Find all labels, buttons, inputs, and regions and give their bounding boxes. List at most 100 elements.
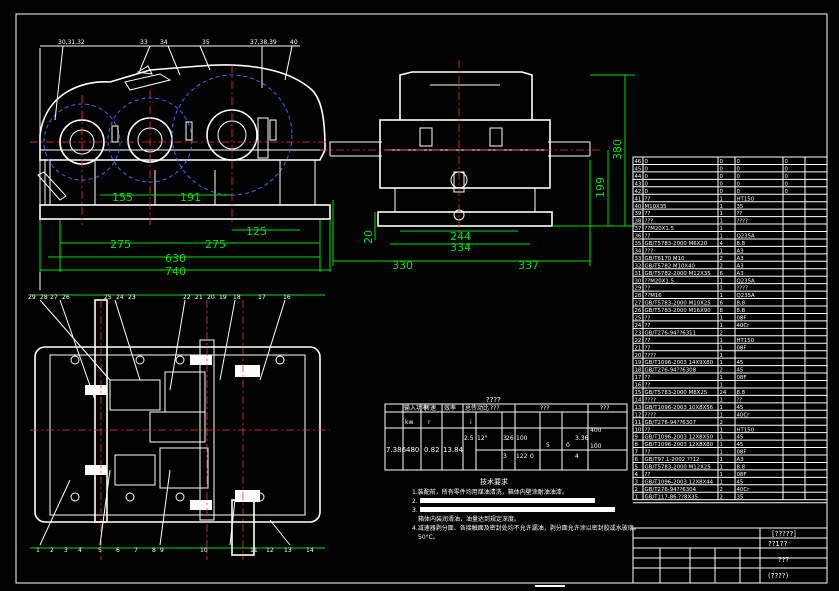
param-value-v6: 3 xyxy=(503,435,507,442)
parts-list-cell: 2 xyxy=(720,263,723,269)
param-unit-i: i xyxy=(470,419,472,426)
plan-view xyxy=(30,294,330,560)
parts-list-cell: 1 xyxy=(720,323,723,329)
parts-list-cell: Q235A xyxy=(737,234,756,240)
parts-list-cell: ?? xyxy=(645,316,651,322)
parts-list-cell: 24 xyxy=(720,390,727,396)
param-value-v9: 5 xyxy=(546,442,550,449)
balloon-37-38-39: 37,38,39 xyxy=(250,39,277,46)
parts-list-cell: 43 xyxy=(635,181,642,187)
parts-list-cell: 8.8 xyxy=(737,308,746,314)
parts-list-cell: 11 xyxy=(635,420,642,426)
parts-list-cell: ?? xyxy=(645,196,651,202)
balloon-25: 25 xyxy=(104,294,112,301)
balloon-23: 23 xyxy=(128,294,136,301)
parts-list-cell: ?? xyxy=(645,427,651,433)
parts-list-cell: 8.8 xyxy=(737,390,746,396)
parts-list-cell: HT150 xyxy=(737,427,755,433)
parts-list-cell: 1 xyxy=(720,293,723,299)
tech-req-line-2-fill xyxy=(420,498,595,503)
parts-list-cell: 1 xyxy=(720,360,723,366)
parts-list-cell: A3 xyxy=(737,248,744,254)
title-block-drawing-no: (????) xyxy=(768,572,789,580)
parts-list-cell: GB/T5783-2000 M16X90 xyxy=(645,308,712,314)
parts-list-cell: A3 xyxy=(737,256,744,262)
parts-list-cell: ?? xyxy=(645,234,651,240)
parts-list-cell: 2 xyxy=(720,487,723,493)
parts-list-cell: 44 xyxy=(635,174,642,180)
parts-list-cell: 1 xyxy=(720,219,723,225)
parts-list-cell: 0 xyxy=(720,181,724,187)
parts-list-cell: ?? xyxy=(645,286,651,292)
balloon-4: 4 xyxy=(78,547,82,554)
parts-list-cell: 26 xyxy=(635,308,642,314)
title-block-material: ??? xyxy=(778,556,789,564)
parts-list-cell: 0 xyxy=(720,159,724,165)
parts-list-cell: 0 xyxy=(645,189,649,195)
parts-list-cell: 12 xyxy=(635,412,642,418)
parts-list-cell: 10 xyxy=(635,427,642,433)
parts-list-cell: ?? xyxy=(737,211,743,217)
parts-list-cell: A3 xyxy=(737,263,744,269)
parts-list-cell: GB/T1096-2003 10X8X56 xyxy=(645,405,714,411)
parts-list-cell: 2 xyxy=(720,368,723,374)
parts-list-cell: 32 xyxy=(635,263,642,269)
balloon-16: 16 xyxy=(283,294,291,301)
dim-337: 337 xyxy=(518,259,539,272)
parts-list-cell: GB/T1096-2003 12X8X50 xyxy=(645,435,714,441)
param-header-efficiency: 效率 xyxy=(444,404,456,412)
parts-list-cell: 08F xyxy=(737,345,747,351)
parts-list-cell: 42 xyxy=(635,189,642,195)
parts-list-cell: 08F xyxy=(737,316,747,322)
parts-list-cell: GB/T5783-2000 M8X25 xyxy=(645,390,708,396)
param-value-speed: 480 xyxy=(406,446,419,454)
dim-275-right: 275 xyxy=(205,238,226,251)
parts-list-cell: 5 xyxy=(635,465,638,471)
parts-list-cell: 0 xyxy=(737,159,741,165)
parts-list-cell: 2 xyxy=(720,494,723,500)
parts-list-cell: 8.8 xyxy=(737,465,746,471)
dim-275-left: 275 xyxy=(110,238,131,251)
parts-list-cell: ???? xyxy=(737,219,749,225)
parts-list-cell: 1 xyxy=(720,457,723,463)
dim-155: 155 xyxy=(112,191,133,204)
parts-list-cell: GB/T276-94??6304 xyxy=(645,487,697,493)
parts-list-cell: ??? xyxy=(645,248,654,254)
parts-list-cell: 1 xyxy=(720,450,723,456)
parts-list-cell: HT150 xyxy=(737,196,755,202)
parts-list-cell: 6 xyxy=(720,301,724,307)
balloon-13: 13 xyxy=(284,547,292,554)
parts-list-cell: 16 xyxy=(635,383,642,389)
dim-380: 380 xyxy=(611,139,624,160)
parts-list-cell: A3 xyxy=(737,457,744,463)
parts-list-cell: ???? xyxy=(645,397,657,403)
parts-list-cell: 45 xyxy=(737,442,744,448)
parts-list-cell: 1 xyxy=(720,412,723,418)
parts-list-cell: GB/T117-86 ??8X35 xyxy=(645,494,699,500)
parts-list-cell: 1 xyxy=(635,494,638,500)
parts-list-cell: 19 xyxy=(635,360,642,366)
param-header-input-power: 输入功率 xyxy=(404,404,428,412)
param-unit-r: r xyxy=(428,419,431,426)
parts-list-cell: M10X35 xyxy=(645,204,667,210)
parts-list-cell: 27 xyxy=(635,301,642,307)
tech-req-line-3-fill xyxy=(420,507,615,512)
parts-list-cell: 35 xyxy=(737,204,744,210)
parts-list-cell: 17 xyxy=(635,375,642,381)
parts-list-cell: 1 xyxy=(720,211,723,217)
parts-list-cell: 1 xyxy=(720,248,723,254)
parts-list-cell: 37 xyxy=(635,226,642,232)
parts-list-cell: 0 xyxy=(785,167,789,173)
param-unit-kw: kw xyxy=(405,419,413,426)
parts-list-cell: 0 xyxy=(785,189,789,195)
parameter-table xyxy=(384,403,628,471)
parts-list-cell: 8.8 xyxy=(737,241,746,247)
tech-req-line-2: 2. xyxy=(412,498,418,505)
dim-244: 244 xyxy=(450,230,471,243)
parts-list-cell: GB/T5783-2000 M10X25 xyxy=(645,301,711,307)
parts-list-cell: ?? xyxy=(645,375,651,381)
title-block-scale: ??1?? xyxy=(768,540,788,548)
parts-list-cell: 1 xyxy=(720,286,723,292)
parts-list-cell: 36 xyxy=(635,234,642,240)
